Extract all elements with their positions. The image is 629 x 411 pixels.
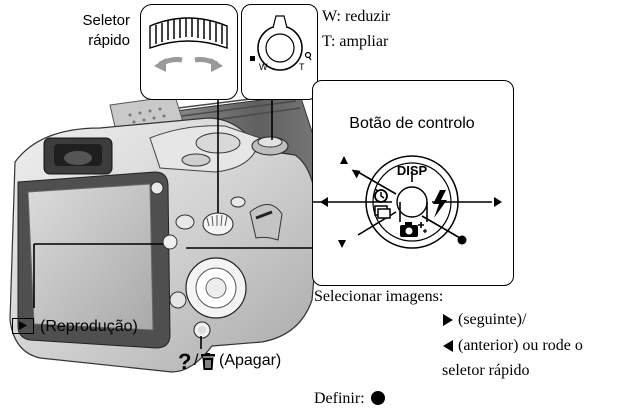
quick-selector-dial-icon: [149, 17, 228, 72]
next-label: (seguinte)/: [458, 311, 527, 328]
select-images-label: Selecionar imagens:: [314, 288, 444, 305]
help-icon: ?: [178, 349, 194, 374]
set-label: Definir:: [314, 390, 365, 407]
playback-icon: [12, 318, 34, 334]
playback-label: (Reprodução): [40, 318, 138, 335]
zoom-w-label: W: reduzir: [322, 8, 391, 25]
zoom-lever-icon: [250, 15, 312, 71]
previous-label-cont: seletor rápido: [442, 362, 530, 379]
previous-label: (anterior) ou rode o: [458, 337, 583, 354]
zoom-w-mark: W: [259, 62, 268, 72]
quick-selector-label-2: rápido: [88, 32, 130, 49]
slash-separator: /: [194, 352, 199, 369]
set-dot-icon: [370, 390, 386, 406]
disp-label: DISP: [396, 163, 428, 178]
trash-icon: [201, 353, 215, 370]
delete-label: (Apagar): [219, 352, 282, 369]
previous-arrow-icon: [442, 339, 454, 353]
control-button-title: Botão de controlo: [349, 115, 475, 132]
control-button-diagram: [312, 155, 502, 249]
zoom-t-mark: T: [299, 62, 305, 72]
quick-selector-label-1: Seletor: [82, 12, 130, 29]
svg-text:?: ?: [178, 350, 191, 372]
next-arrow-icon: [442, 313, 454, 327]
zoom-t-label: T: ampliar: [322, 33, 389, 50]
